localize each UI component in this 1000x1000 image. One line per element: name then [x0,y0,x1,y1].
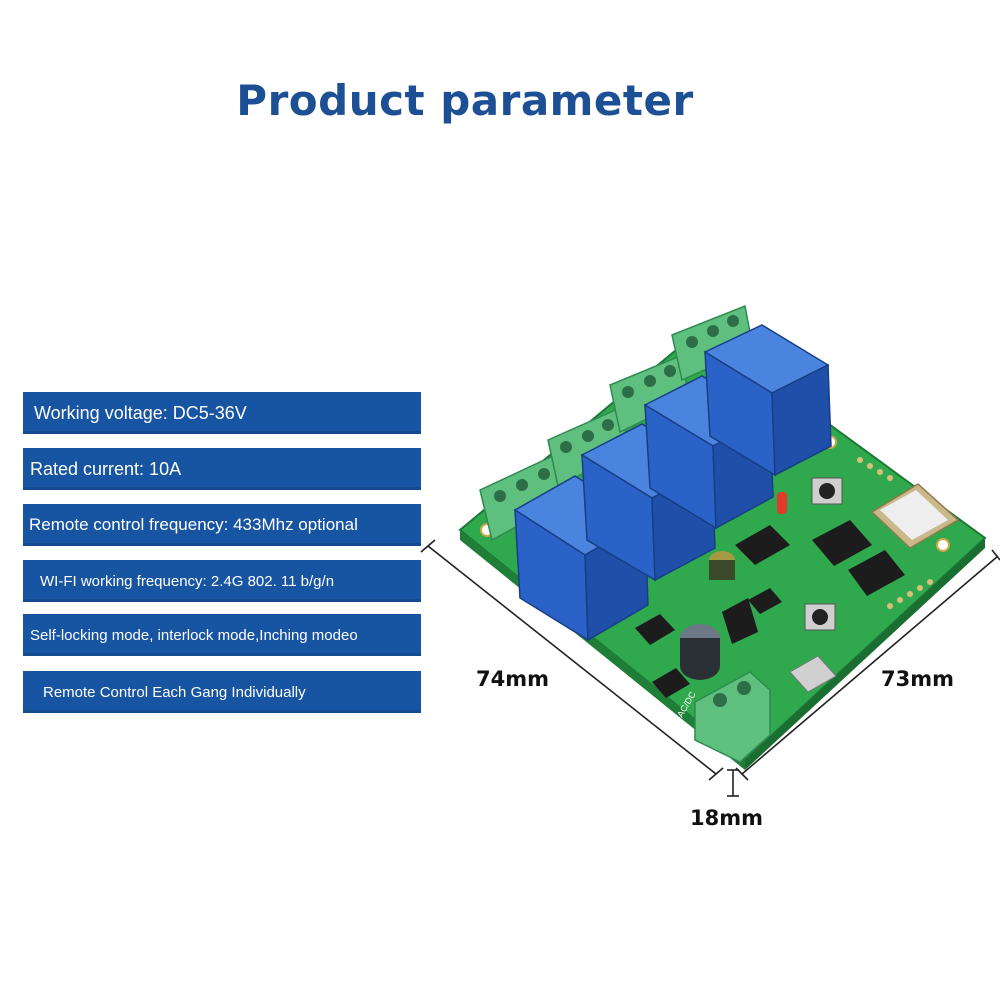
spec-modes: Self-locking mode, interlock mode,Inchin… [23,614,421,656]
spec-label: Rated current: 10A [30,458,182,479]
led [777,492,787,514]
ic-chips [635,520,905,698]
spec-working-voltage: Working voltage: DC5-36V [23,392,421,434]
spec-individual-control: Remote Control Each Gang Individually [23,671,421,713]
wifi-module [870,483,960,549]
spec-label: Remote control frequency: 433Mhz optiona… [29,515,358,534]
relay-4 [703,324,832,477]
push-buttons [804,477,843,631]
spec-label: WI-FI working frequency: 2.4G 802. 11 b/… [40,572,335,590]
power-terminal [694,671,771,763]
capacitors [680,551,735,680]
header-pins [857,457,933,609]
micro-usb-port [789,655,837,693]
dimension-lines [420,539,1000,797]
dimension-length: 74mm [476,667,549,691]
spec-wifi-frequency: WI-FI working frequency: 2.4G 802. 11 b/… [23,560,421,602]
spec-label: Remote Control Each Gang Individually [43,683,306,701]
dimension-height: 18mm [690,806,763,830]
spec-label: Self-locking mode, interlock mode,Inchin… [30,626,358,644]
relays [513,324,832,642]
spec-rated-current: Rated current: 10A [23,448,421,490]
spec-label: Working voltage: DC5-36V [34,402,247,423]
spec-remote-frequency: Remote control frequency: 433Mhz optiona… [23,504,421,546]
page-title: Product parameter [236,76,694,125]
dimension-width: 73mm [881,667,954,691]
